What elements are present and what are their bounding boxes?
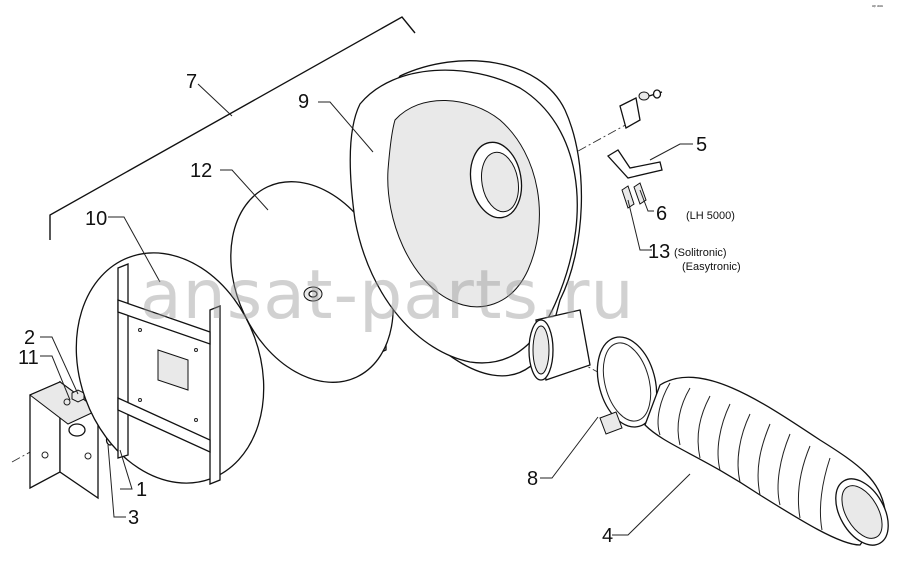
callout-1: 1	[136, 479, 147, 501]
callout-12: 12	[190, 160, 212, 182]
corner-stamp: ᵃᵖ ᵃᵃᵃ	[872, 4, 883, 10]
callout-5: 5	[696, 134, 707, 156]
callout-8: 8	[527, 468, 538, 490]
group-bracket-7	[49, 16, 416, 240]
leader-lines	[40, 101, 693, 536]
callout-labels: 7 9 12 10 2 11 1 3 5 6 13 8 4	[18, 71, 707, 547]
callout-10: 10	[85, 208, 107, 230]
hose-clamp	[596, 336, 658, 435]
mounting-bracket	[29, 380, 99, 500]
watermark: ansat-parts.ru	[140, 256, 635, 335]
callout-13: 13	[648, 241, 670, 263]
note-lh5000: (LH 5000)	[686, 210, 735, 222]
note-easytronic: (Easytronic)	[682, 261, 741, 273]
back-plate	[75, 252, 265, 485]
callout-3: 3	[128, 507, 139, 529]
variant-notes: (LH 5000) (Solitronic) (Easytronic)	[674, 210, 741, 273]
sensor-bracket	[606, 89, 663, 209]
flexible-hose	[644, 376, 889, 546]
callout-2: 2	[24, 327, 35, 349]
callout-11: 11	[18, 347, 39, 369]
nut	[71, 389, 85, 403]
blower-housing	[349, 60, 591, 381]
impeller	[230, 181, 397, 383]
callout-9: 9	[298, 91, 309, 113]
note-solitronic: (Solitronic)	[674, 247, 727, 259]
callout-6: 6	[656, 203, 667, 225]
callout-7: 7	[186, 71, 197, 93]
callout-4: 4	[602, 525, 613, 547]
